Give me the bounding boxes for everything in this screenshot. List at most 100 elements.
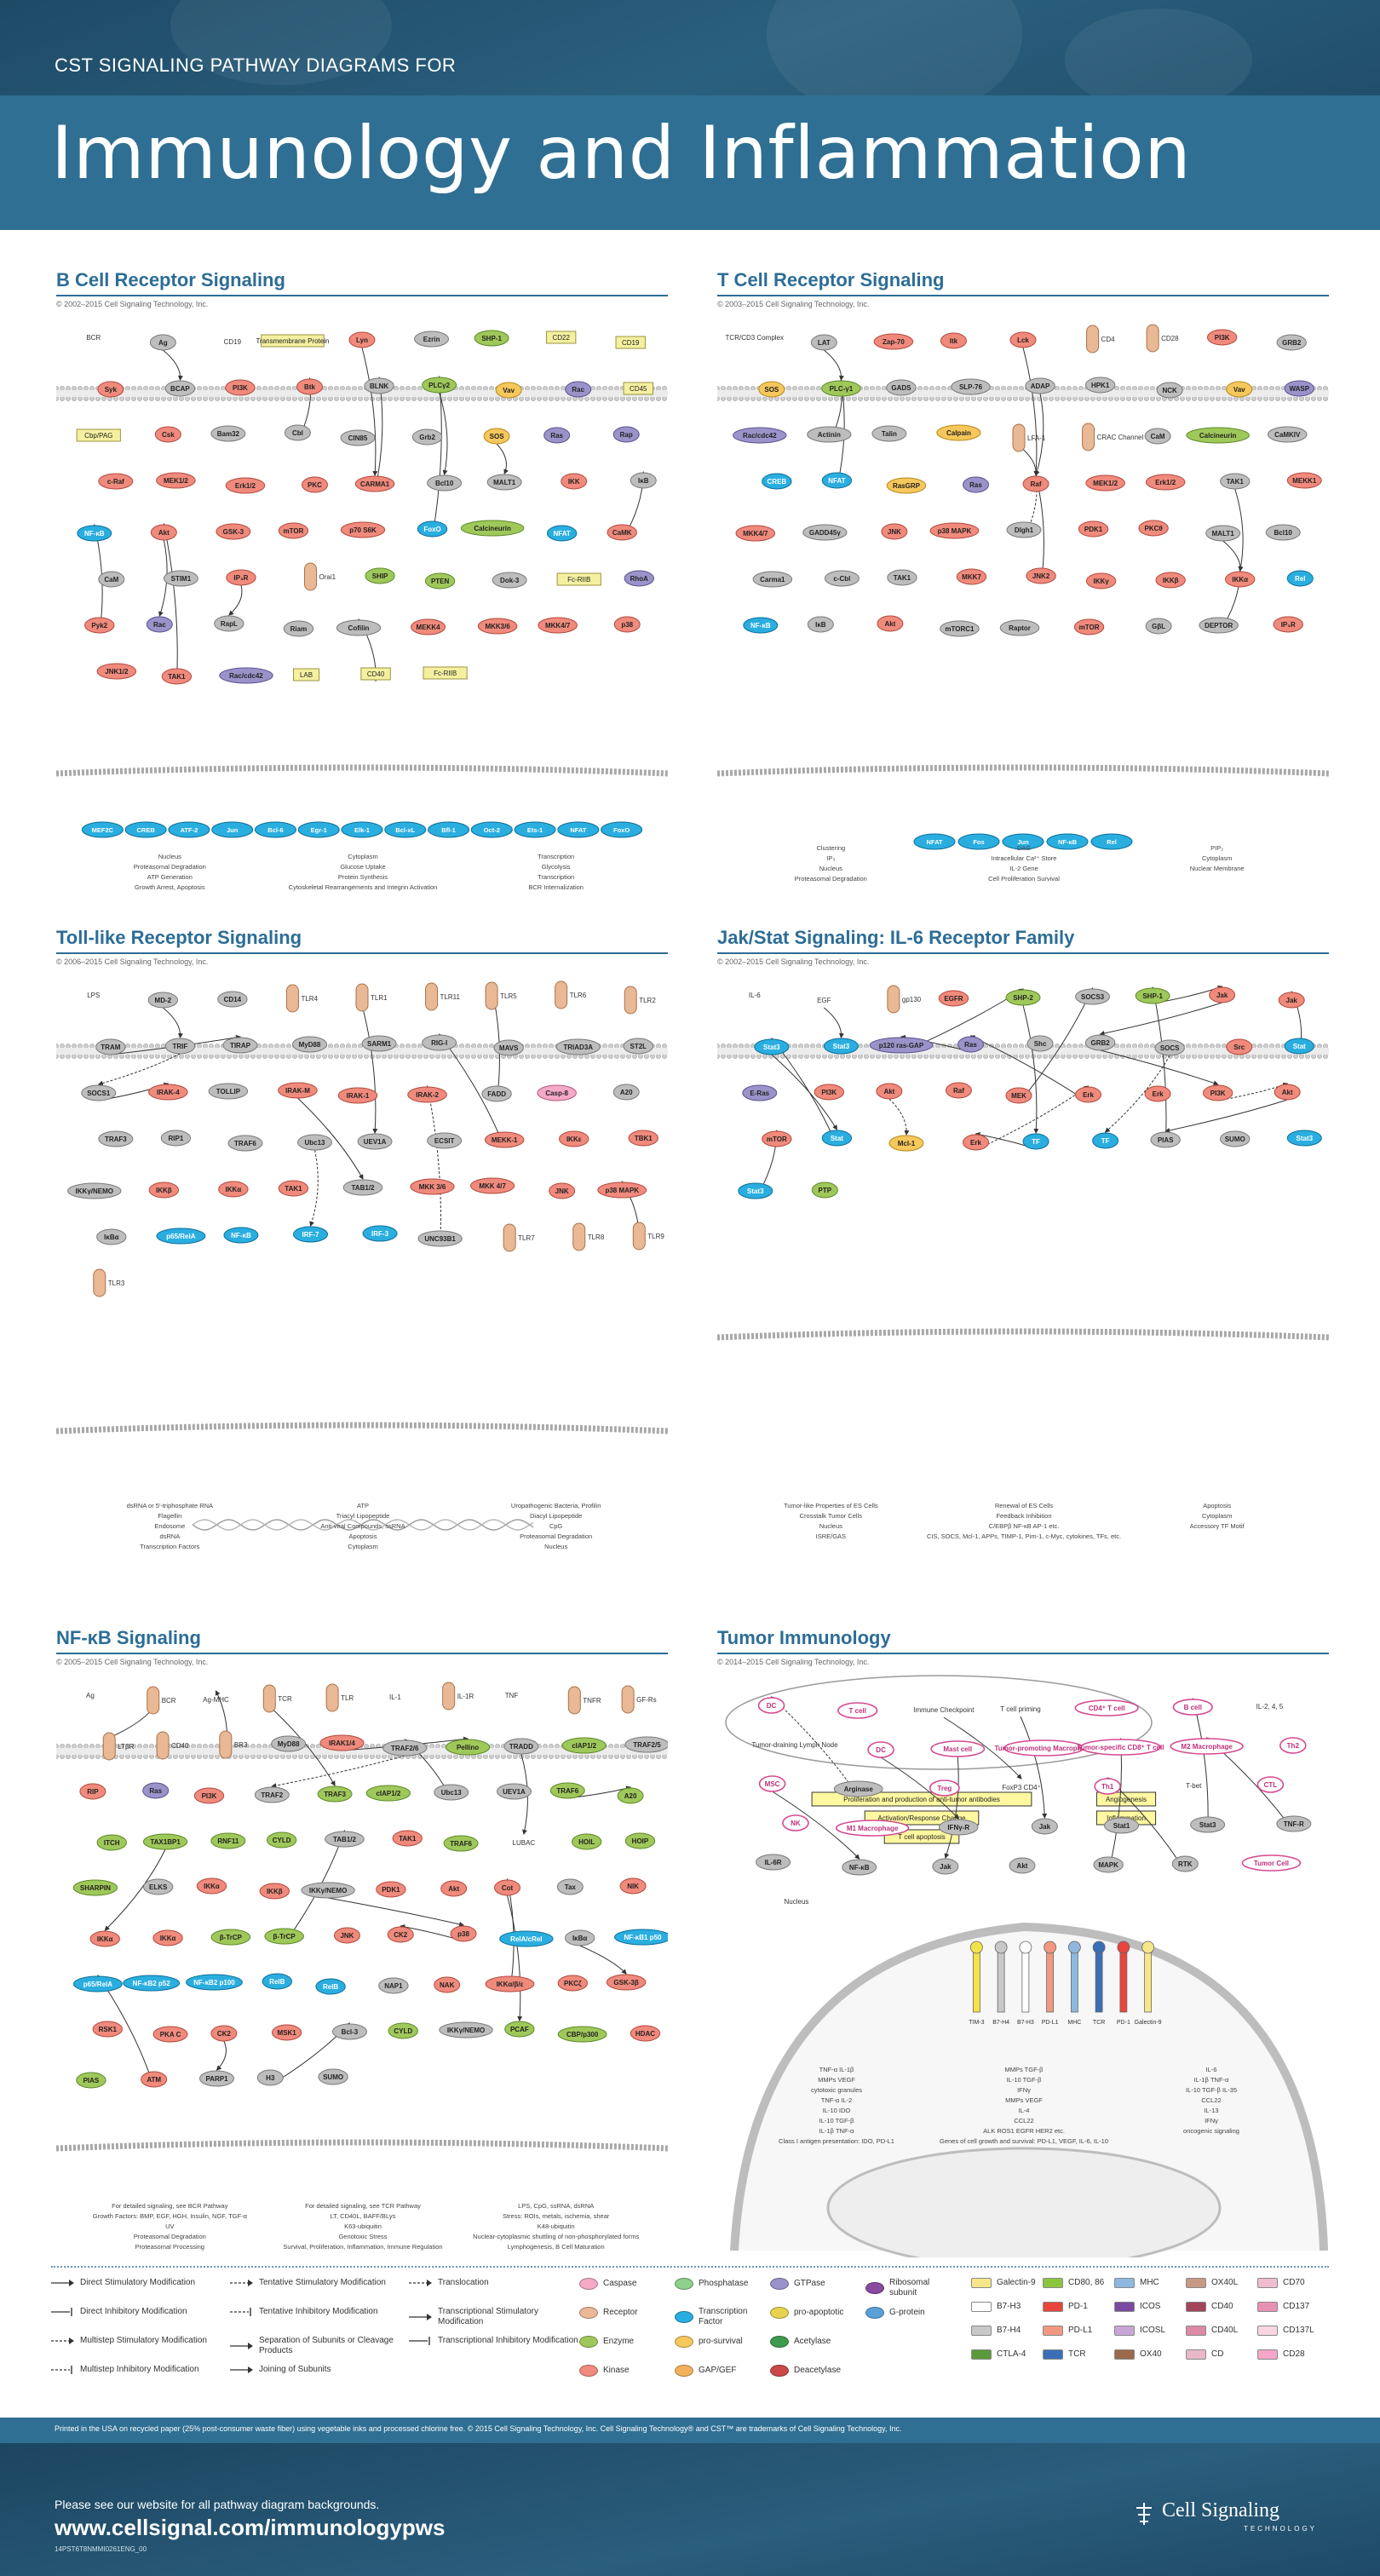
- node-label: ADAP: [1031, 382, 1050, 390]
- node-label: JNK: [340, 1932, 354, 1940]
- node-label: Mast cell: [943, 1745, 972, 1753]
- legend-type-item: Transcription Factor: [675, 2307, 768, 2327]
- node-label: Zap-70: [883, 338, 905, 346]
- node-label: IP₃R: [233, 574, 248, 582]
- node-label: CK2: [394, 1931, 408, 1939]
- node-label: Ag: [86, 1692, 95, 1699]
- node-relb: RelB: [262, 1973, 292, 1990]
- node-label: CaMK: [612, 529, 632, 537]
- node-label: RelB: [269, 1978, 285, 1986]
- annotation-uv: UV: [165, 2222, 174, 2230]
- legend-arrow-item: Separation of Subunits or Cleavage Produ…: [230, 2336, 400, 2356]
- node-msk1: MSK1: [271, 2024, 302, 2041]
- node-tnfr: TNFR: [567, 1686, 601, 1715]
- pathway-arrow: [1164, 1099, 1288, 1133]
- tf-label: NF-κB: [1058, 838, 1078, 846]
- node-label: CYLD: [394, 2027, 412, 2035]
- node-ikk-nemo: IKKγ/NEMO: [301, 1882, 355, 1899]
- node-rtk: RTK: [1171, 1855, 1199, 1872]
- tf-rel: Rel: [1090, 833, 1133, 850]
- tf-nfat: NFAT: [557, 821, 600, 838]
- tf-label: NFAT: [926, 838, 942, 846]
- node-label: DEPTOR: [1205, 622, 1233, 630]
- node-akt: Akt: [1009, 1857, 1036, 1874]
- legend-swatch-item: CTLA-4: [971, 2349, 1043, 2360]
- legend-swatch-item: CD137L: [1257, 2326, 1329, 2336]
- nuclear-membrane: [56, 2139, 668, 2152]
- node-label: Actinin: [818, 431, 841, 439]
- node-cd4: CD4: [1086, 325, 1115, 354]
- node-label: Lck: [1017, 336, 1029, 344]
- node-label: RasGRP: [893, 482, 921, 490]
- node-tram: TRAM: [95, 1038, 126, 1055]
- annotation-growth-factors-bmp-egf-hgh-ins: Growth Factors: BMP, EGF, HGH, Insulin, …: [93, 2212, 248, 2220]
- node-ip-r: IP₃R: [226, 569, 256, 586]
- node-label: MALT1: [493, 479, 516, 486]
- node-label: IKK: [568, 478, 580, 486]
- annotation-cytoskeletal-rearrangements-an: Cytoskeletal Rearrangements and Integrin…: [289, 883, 438, 891]
- type-swatch-icon: [770, 2278, 789, 2290]
- node-label: SOCS3: [1081, 993, 1105, 1001]
- legend-swatch-item: PD-L1: [1043, 2326, 1114, 2336]
- legend-type-item: pro-apoptotic: [770, 2307, 864, 2319]
- footer-url-link[interactable]: www.cellsignal.com/immunologypws: [55, 2515, 446, 2540]
- node-label: IκBα: [104, 1233, 118, 1241]
- lymph-node-outline: [725, 1675, 1153, 1770]
- node-label: SOS: [490, 433, 505, 440]
- node-label: CREB: [768, 478, 787, 486]
- legend-type-item: GTPase: [770, 2278, 864, 2290]
- node-label: CARMA1: [360, 480, 390, 488]
- node-label: LAT: [818, 339, 831, 347]
- legend-swatch-label: ICOS: [1140, 2302, 1161, 2311]
- node-myd88: MyD88: [271, 1735, 307, 1752]
- node-m1-macrophage: M1 Macrophage: [835, 1820, 910, 1837]
- node-label: RapL: [221, 620, 238, 628]
- node-label: Btk: [304, 383, 315, 391]
- node-deptor: DEPTOR: [1199, 617, 1239, 634]
- node-nck: NCK: [1156, 382, 1183, 399]
- node-ship: SHIP: [365, 567, 395, 584]
- node-gads: GADS: [886, 379, 917, 396]
- node-camk: CaMK: [607, 524, 637, 541]
- node-label: Dlgh1: [1015, 526, 1034, 534]
- legend-swatch-item: ICOSL: [1114, 2326, 1186, 2336]
- node-label: Jak: [1039, 1823, 1051, 1831]
- node-label: TLR7: [518, 1234, 535, 1242]
- node-label: p65/RelA: [83, 1981, 112, 1988]
- node-tcr-cd3-complex: TCR/CD3 Complex: [726, 334, 784, 342]
- brand-logo[interactable]: Cell Signaling TECHNOLOGY: [1133, 2496, 1337, 2539]
- node-label: CD19: [622, 339, 640, 347]
- node-mkk-4-7: MKK 4/7: [470, 1177, 515, 1194]
- annotation-flagellin: Flagellin: [158, 1512, 181, 1520]
- node-stat3: Stat3: [1190, 1816, 1226, 1833]
- node-carma1: Carma1: [752, 571, 793, 588]
- node-t-cell-priming: T cell priming: [1000, 1705, 1040, 1713]
- node-rapl: RapL: [214, 615, 244, 632]
- color-swatch-icon: [1043, 2349, 1063, 2360]
- pathway-arrow: [361, 1004, 378, 1134]
- node-tlr1: TLR1: [355, 983, 388, 1012]
- node-label: Raf: [953, 1087, 964, 1095]
- annotation-for-detailed-signaling-see-tcr: For detailed signaling, see TCR Pathway: [305, 2202, 421, 2210]
- panel-copyright: © 2014–2015 Cell Signaling Technology, I…: [717, 1658, 870, 1666]
- annotation-cpg: CpG: [549, 1522, 563, 1530]
- panel-copyright: © 2002–2015 Cell Signaling Technology, I…: [56, 300, 209, 308]
- node-ikk-nemo: IKKγ/NEMO: [439, 2021, 493, 2038]
- node-mtor: mTOR: [1073, 618, 1105, 635]
- node-label: TF: [1032, 1138, 1040, 1146]
- tf-ets-1: Ets-1: [514, 821, 556, 838]
- node-label: PCAF: [510, 2026, 529, 2033]
- node-label: TRAF6: [234, 1140, 256, 1147]
- node-label: TAK1: [894, 574, 911, 582]
- node-label: Rap: [620, 431, 633, 439]
- legend-swatch-label: CD80, 86: [1068, 2278, 1105, 2287]
- annotation-alk-ros1-egfr-her2-etc: ALK ROS1 EGFR HER2 etc.: [983, 2127, 1065, 2135]
- legend-arrow-item: Tentative Inhibitory Modification: [230, 2307, 400, 2317]
- node-mekk1: MEKK1: [1286, 472, 1322, 489]
- node-label: LFA-1: [1027, 434, 1046, 442]
- node-label: ITCH: [104, 1839, 120, 1847]
- legend-arrow-label: Multistep Inhibitory Modification: [80, 2365, 199, 2374]
- legend-arrow-item: Transcriptional Stimulatory Modification: [409, 2307, 579, 2327]
